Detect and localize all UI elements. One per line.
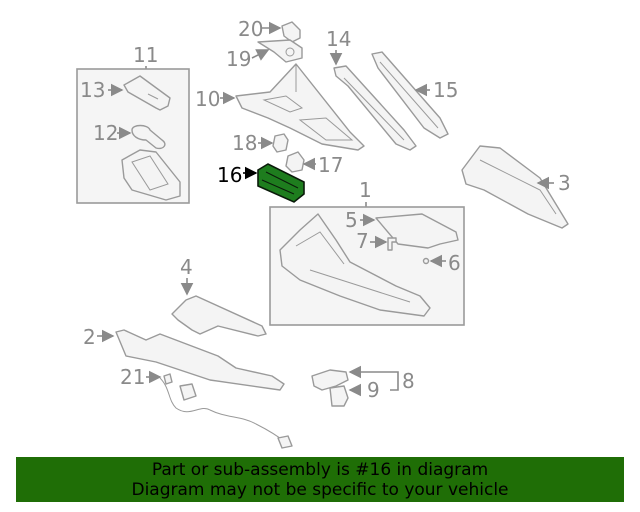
part-4-bracket[interactable] [171,295,267,337]
banner-line-1: Part or sub-assembly is #16 in diagram [151,460,489,480]
part-14-strip[interactable] [333,65,417,151]
part-3-panel[interactable] [461,145,569,229]
banner-line-2: Diagram may not be specific to your vehi… [131,480,509,500]
callout-15[interactable]: 15 [433,78,458,102]
highlighted-part-16[interactable]: 16 [217,163,305,203]
part-2-group: 2 [83,325,285,391]
callout-7[interactable]: 7 [356,229,369,253]
part-9-switch[interactable] [329,385,349,407]
part-18-switch[interactable] [272,133,289,153]
upper-console-parts: 20 19 10 18 17 [195,17,365,177]
part-7-clip[interactable] [387,237,397,251]
callout-18[interactable]: 18 [232,131,257,155]
callout-2[interactable]: 2 [83,325,96,349]
callout-17[interactable]: 17 [318,153,343,177]
part-3-group: 3 [461,145,571,229]
group-8: 9 8 [311,365,415,407]
part-4-group: 4 [171,255,267,337]
notice-banner: Part or sub-assembly is #16 in diagram D… [16,457,624,502]
part-2-panel[interactable] [115,329,285,391]
callout-6[interactable]: 6 [448,251,461,275]
callout-9[interactable]: 9 [367,378,380,402]
callout-10[interactable]: 10 [195,87,220,111]
part-8-bracket[interactable] [311,369,349,391]
callout-4[interactable]: 4 [180,255,193,279]
group-11: 11 13 12 [76,43,190,204]
part-19-bezel[interactable] [257,39,303,63]
callout-12[interactable]: 12 [93,121,118,145]
callout-19[interactable]: 19 [226,47,251,71]
part-console-base[interactable] [279,213,431,317]
part-21-group: 21 [120,365,293,449]
callout-3[interactable]: 3 [558,171,571,195]
callout-11[interactable]: 11 [133,43,158,67]
part-storage-bin[interactable] [121,149,181,201]
callout-14[interactable]: 14 [326,27,351,51]
callout-21[interactable]: 21 [120,365,145,389]
part-13-lid[interactable] [123,75,171,111]
callout-8[interactable]: 8 [402,369,415,393]
part-21-harness[interactable] [159,377,289,445]
callout-1[interactable]: 1 [359,178,372,202]
callout-5[interactable]: 5 [345,208,358,232]
part-15-strip[interactable] [371,51,449,139]
callout-16[interactable]: 16 [217,163,242,187]
trim-strips: 14 15 [326,27,458,151]
callout-13[interactable]: 13 [80,78,105,102]
group-1: 1 5 7 6 [269,178,465,326]
part-12-seal[interactable] [131,124,166,150]
part-17-knob[interactable] [285,151,305,173]
callout-20[interactable]: 20 [238,17,263,41]
part-6-clip[interactable] [422,257,430,265]
part-20-cover[interactable] [281,21,301,43]
